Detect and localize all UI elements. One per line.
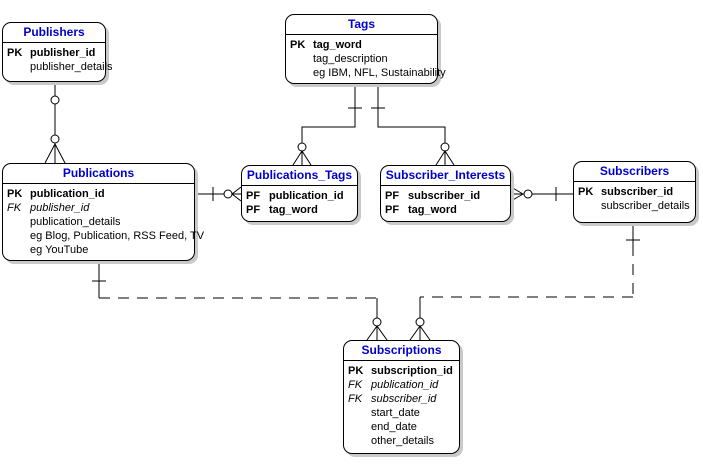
attribute-name: subscriber_id [408,190,481,202]
attribute-row: publisher_details [3,60,113,74]
attribute-name: tag_word [269,204,318,216]
relationship-publishers-publications [44,76,66,164]
entity-subscribers: Subscribers PK subscriber_id subscriber_d… [573,161,696,223]
attribute-row: PK subscriber_id [574,185,695,199]
entity-publications-tags: Publications_Tags PF publication_id PF tag… [241,165,358,222]
attribute-row: start_date [344,406,459,420]
attribute-name: subscriber_id [601,186,674,198]
attribute-name: subscription_id [371,365,453,377]
attribute-row: PF publication_id [242,189,357,203]
entity-attributes: PK tag_word tag_description eg IBM, NFL, … [286,35,446,80]
entity-subscriber-interests: Subscriber_Interests PF subscriber_id PF t… [380,165,511,222]
entity-attributes: PK publication_id FK publisher_id publicat… [3,184,204,257]
attribute-row: end_date [344,420,459,434]
attribute-name: publication_id [269,190,344,202]
key-label: FK [7,202,22,214]
attribute-row: PF subscriber_id [381,189,510,203]
attribute-row: subscriber_details [574,199,695,213]
attribute-row: eg YouTube [3,243,194,257]
entity-attributes: PF subscriber_id PF tag_word [381,186,510,217]
attribute-row: PK publication_id [3,187,194,201]
relationship-publications-publications-tags [195,186,242,202]
key-label: PF [385,190,400,202]
attribute-name: eg IBM, NFL, Sustainability [313,67,446,79]
attribute-name: publisher_id [30,202,90,214]
entity-attributes: PK publisher_id publisher_details [3,43,113,74]
key-label: FK [348,379,363,391]
relationship-publications-subscriptions [92,258,388,341]
key-label: PK [7,188,23,200]
attribute-row: FK publication_id [344,378,459,392]
attribute-row: FK subscriber_id [344,392,459,406]
entity-title: Subscriber_Interests [381,166,510,186]
attribute-row: PF tag_word [381,203,510,217]
entity-title: Publications_Tags [242,166,357,186]
attribute-name: tag_description [313,53,388,65]
key-label: PK [348,365,364,377]
entity-attributes: PK subscriber_id subscriber_details [574,182,695,213]
attribute-row: PF tag_word [242,203,357,217]
attribute-row: PK publisher_id [3,46,105,60]
attribute-row: FK publisher_id [3,201,194,215]
attribute-name: other_details [371,435,434,447]
attribute-name: eg YouTube [30,244,89,256]
attribute-row: other_details [344,434,459,448]
attribute-name: tag_word [408,204,457,216]
attribute-row: PK subscription_id [344,364,459,378]
attribute-name: publisher_details [30,61,113,73]
key-label: PK [290,39,306,51]
entity-title: Subscribers [574,162,695,182]
entity-publishers: Publishers PK publisher_id publisher_deta… [2,22,113,82]
attribute-name: start_date [371,407,420,419]
attribute-row: publication_details [3,215,194,229]
entity-title: Publications [3,164,194,184]
attribute-name: subscriber_details [601,200,690,212]
attribute-name: publisher_id [30,47,96,59]
attribute-row: eg Blog, Publication, RSS Feed, TV [3,229,204,243]
entity-title: Tags [286,15,437,35]
attribute-row: tag_description [286,52,437,66]
entity-subscriptions: Subscriptions PK subscription_id FK public… [343,340,460,454]
key-label: FK [348,393,363,405]
attribute-name: eg Blog, Publication, RSS Feed, TV [30,230,205,242]
attribute-name: end_date [371,421,417,433]
relationship-tags-subscriber-interests [371,82,455,166]
attribute-name: publication_id [371,379,439,391]
key-label: PF [246,190,261,202]
attribute-row: eg IBM, NFL, Sustainability [286,66,446,80]
key-label: PK [7,47,23,59]
entity-attributes: PF publication_id PF tag_word [242,186,357,217]
attribute-name: publication_id [30,188,105,200]
attribute-name: subscriber_id [371,393,437,405]
attribute-name: publication_details [30,216,121,228]
attribute-row: PK tag_word [286,38,437,52]
relationship-subscribers-subscriber-interests [510,186,573,202]
relationship-tags-publications-tags [292,82,362,166]
key-label: PK [578,186,594,198]
entity-attributes: PK subscription_id FK publication_id FK sub… [344,361,459,448]
key-label: PF [385,204,400,216]
entity-tags: Tags PK tag_word tag_description eg IBM, … [285,14,446,84]
relationship-subscribers-subscriptions [409,220,640,341]
attribute-name: tag_word [313,39,362,51]
key-label: PF [246,204,261,216]
entity-title: Subscriptions [344,341,459,361]
entity-publications: Publications PK publication_id FK publishe… [2,163,204,261]
entity-title: Publishers [3,23,105,43]
